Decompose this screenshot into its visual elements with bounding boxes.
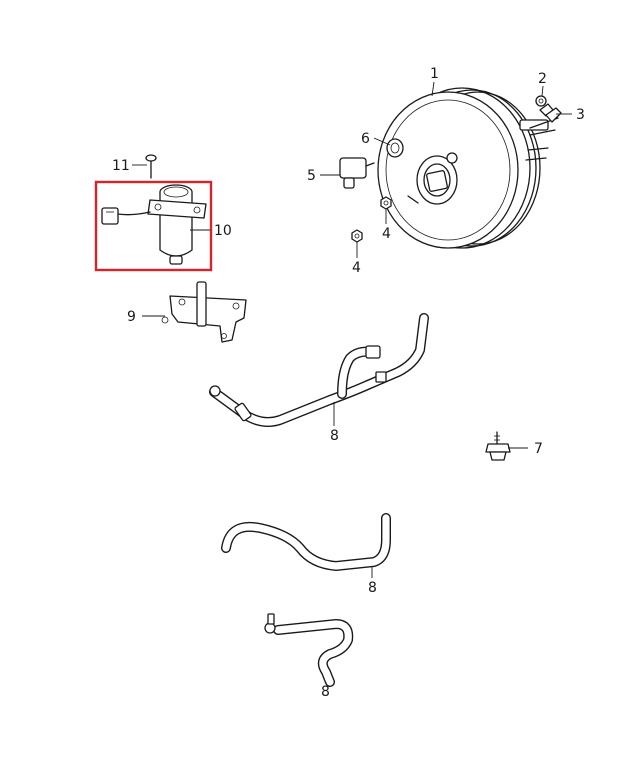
clevis-part-3 xyxy=(545,107,562,123)
callout-4-upper: 4 xyxy=(382,226,391,242)
vacuum-hose-middle xyxy=(221,513,391,571)
callout-8-lower: 8 xyxy=(321,684,330,700)
vacuum-pump-part-10 xyxy=(94,180,213,272)
callout-4-lower: 4 xyxy=(352,260,361,276)
callout-7: 7 xyxy=(534,441,543,457)
highlight-box xyxy=(94,180,213,272)
grommet-part-6 xyxy=(386,138,404,158)
callout-10: 10 xyxy=(214,223,232,239)
callout-9: 9 xyxy=(127,309,136,325)
leader-lines xyxy=(132,81,572,684)
callout-5: 5 xyxy=(307,168,316,184)
callout-3: 3 xyxy=(576,107,585,123)
bolt-part-11 xyxy=(145,154,157,179)
nut-part-4-lower xyxy=(351,229,363,243)
nut-part-4-upper xyxy=(380,196,392,210)
vacuum-hose-lower xyxy=(264,613,354,687)
callout-11: 11 xyxy=(112,158,130,174)
bracket-part-9 xyxy=(161,281,247,343)
callout-8-upper: 8 xyxy=(330,428,339,444)
callout-8-middle: 8 xyxy=(368,580,377,596)
fitting-part-7 xyxy=(485,431,511,461)
vacuum-sensor-part-5 xyxy=(339,157,375,189)
vacuum-hose-upper xyxy=(209,313,429,427)
nut-part-2 xyxy=(535,95,547,107)
brake-booster xyxy=(377,87,559,249)
callout-2: 2 xyxy=(538,71,547,87)
callout-6: 6 xyxy=(361,131,370,147)
callout-1: 1 xyxy=(430,66,439,82)
